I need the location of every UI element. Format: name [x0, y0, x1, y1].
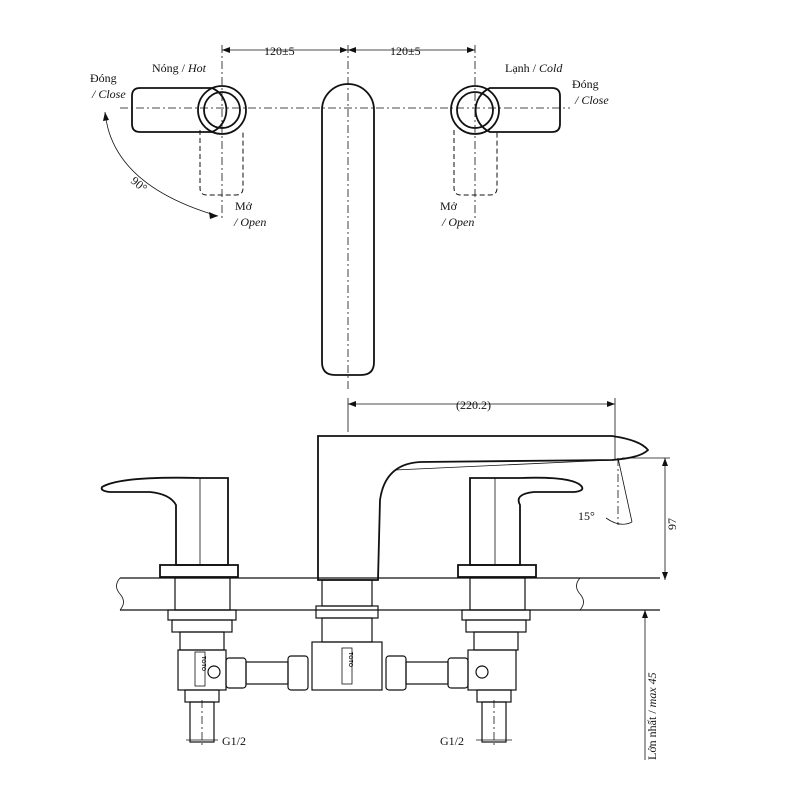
dim-arrow-icon — [340, 47, 348, 53]
angle-arc — [605, 517, 633, 525]
hose-nut — [225, 657, 247, 689]
right-body — [473, 631, 519, 651]
thread-right-text: G1/2 — [440, 734, 464, 748]
spout-side — [317, 435, 650, 581]
dim-arrow-icon — [662, 572, 668, 580]
hose-nut — [385, 655, 407, 691]
angle-text: 90° — [128, 174, 150, 196]
angle-line — [617, 457, 633, 523]
left-handle-open-position — [199, 130, 244, 196]
dim-right-text: 120±5 — [390, 44, 421, 58]
dim-arrow-icon — [662, 458, 668, 466]
left-logo-box — [194, 651, 206, 687]
hose-left — [245, 661, 289, 685]
arc-arrow-icon — [103, 112, 109, 121]
dim-left-text: 120±5 — [264, 44, 295, 58]
left-handle-side — [100, 476, 229, 566]
left-logo: TOTO — [200, 656, 206, 672]
right-valve-inner — [456, 91, 494, 129]
right-valve-screw — [475, 665, 489, 679]
spout-edge-line — [394, 459, 613, 471]
open-right-vi: Mở — [440, 199, 458, 213]
center-logo: TOTO — [347, 652, 353, 668]
center-under-assembly: TOTO — [311, 579, 383, 691]
left-handle-top — [131, 87, 228, 133]
counter-break-left — [116, 577, 124, 611]
right-handle-open-position — [453, 130, 498, 196]
right-nut — [461, 609, 531, 621]
right-nut — [465, 619, 527, 633]
close-right-en: / Close — [574, 93, 609, 107]
hose-nut — [287, 655, 309, 691]
open-right-en: / Open — [441, 215, 474, 229]
hot-label: Nóng / Hot — [152, 61, 207, 75]
cold-label: Lạnh / Cold — [505, 61, 563, 75]
dim-arrow-icon — [348, 47, 356, 53]
spout-shank — [321, 579, 373, 607]
rotation-arc — [104, 111, 219, 217]
dim-arrow-icon — [642, 610, 648, 618]
left-nut — [167, 609, 237, 621]
close-left-en: / Close — [91, 87, 126, 101]
left-valve-screw — [207, 665, 221, 679]
left-body — [179, 631, 225, 651]
dim-arrow-icon — [222, 47, 230, 53]
connecting-hoses — [225, 655, 469, 691]
close-left-vi: Đóng — [90, 71, 117, 85]
center-logo-box — [341, 647, 353, 685]
right-shank — [469, 577, 526, 611]
spout-nut — [315, 605, 379, 619]
left-valve-flange — [159, 564, 239, 578]
max-thickness-text: Lớn nhất / max 45 — [645, 672, 659, 760]
right-handle-side — [469, 476, 584, 566]
left-valve-cap — [197, 85, 247, 135]
arc-arrow-icon — [209, 212, 218, 219]
open-left-vi: Mở — [235, 199, 253, 213]
spout-angle-text: 15° — [578, 509, 595, 523]
spout-top — [321, 83, 375, 376]
close-right-vi: Đóng — [572, 77, 599, 91]
spout-body — [321, 617, 373, 643]
right-under-assembly — [461, 577, 531, 748]
tee-body — [311, 641, 383, 691]
counter-break-right — [576, 577, 584, 611]
right-valve-cap — [450, 85, 500, 135]
dim-arrow-icon — [607, 401, 615, 407]
open-left-en: / Open — [233, 215, 266, 229]
right-handle-top — [474, 87, 561, 133]
right-valve-body — [467, 649, 517, 691]
right-valve-flange — [457, 564, 537, 578]
hose-right — [405, 661, 449, 685]
dim-arrow-icon — [467, 47, 475, 53]
thread-left-text: G1/2 — [222, 734, 246, 748]
left-shank — [174, 577, 231, 611]
top-view: 120±5 120±5 Nóng / Hot Lạnh / Cold Đóng … — [90, 44, 609, 390]
reach-text: (220.2) — [456, 398, 491, 412]
dim-arrow-icon — [348, 401, 356, 407]
left-nut — [171, 619, 233, 633]
left-valve-inner — [203, 91, 241, 129]
height-text: 97 — [665, 518, 679, 530]
side-view: (220.2) 15° 97 Lớn nhất / max 45 — [100, 398, 679, 760]
hose-nut — [447, 657, 469, 689]
